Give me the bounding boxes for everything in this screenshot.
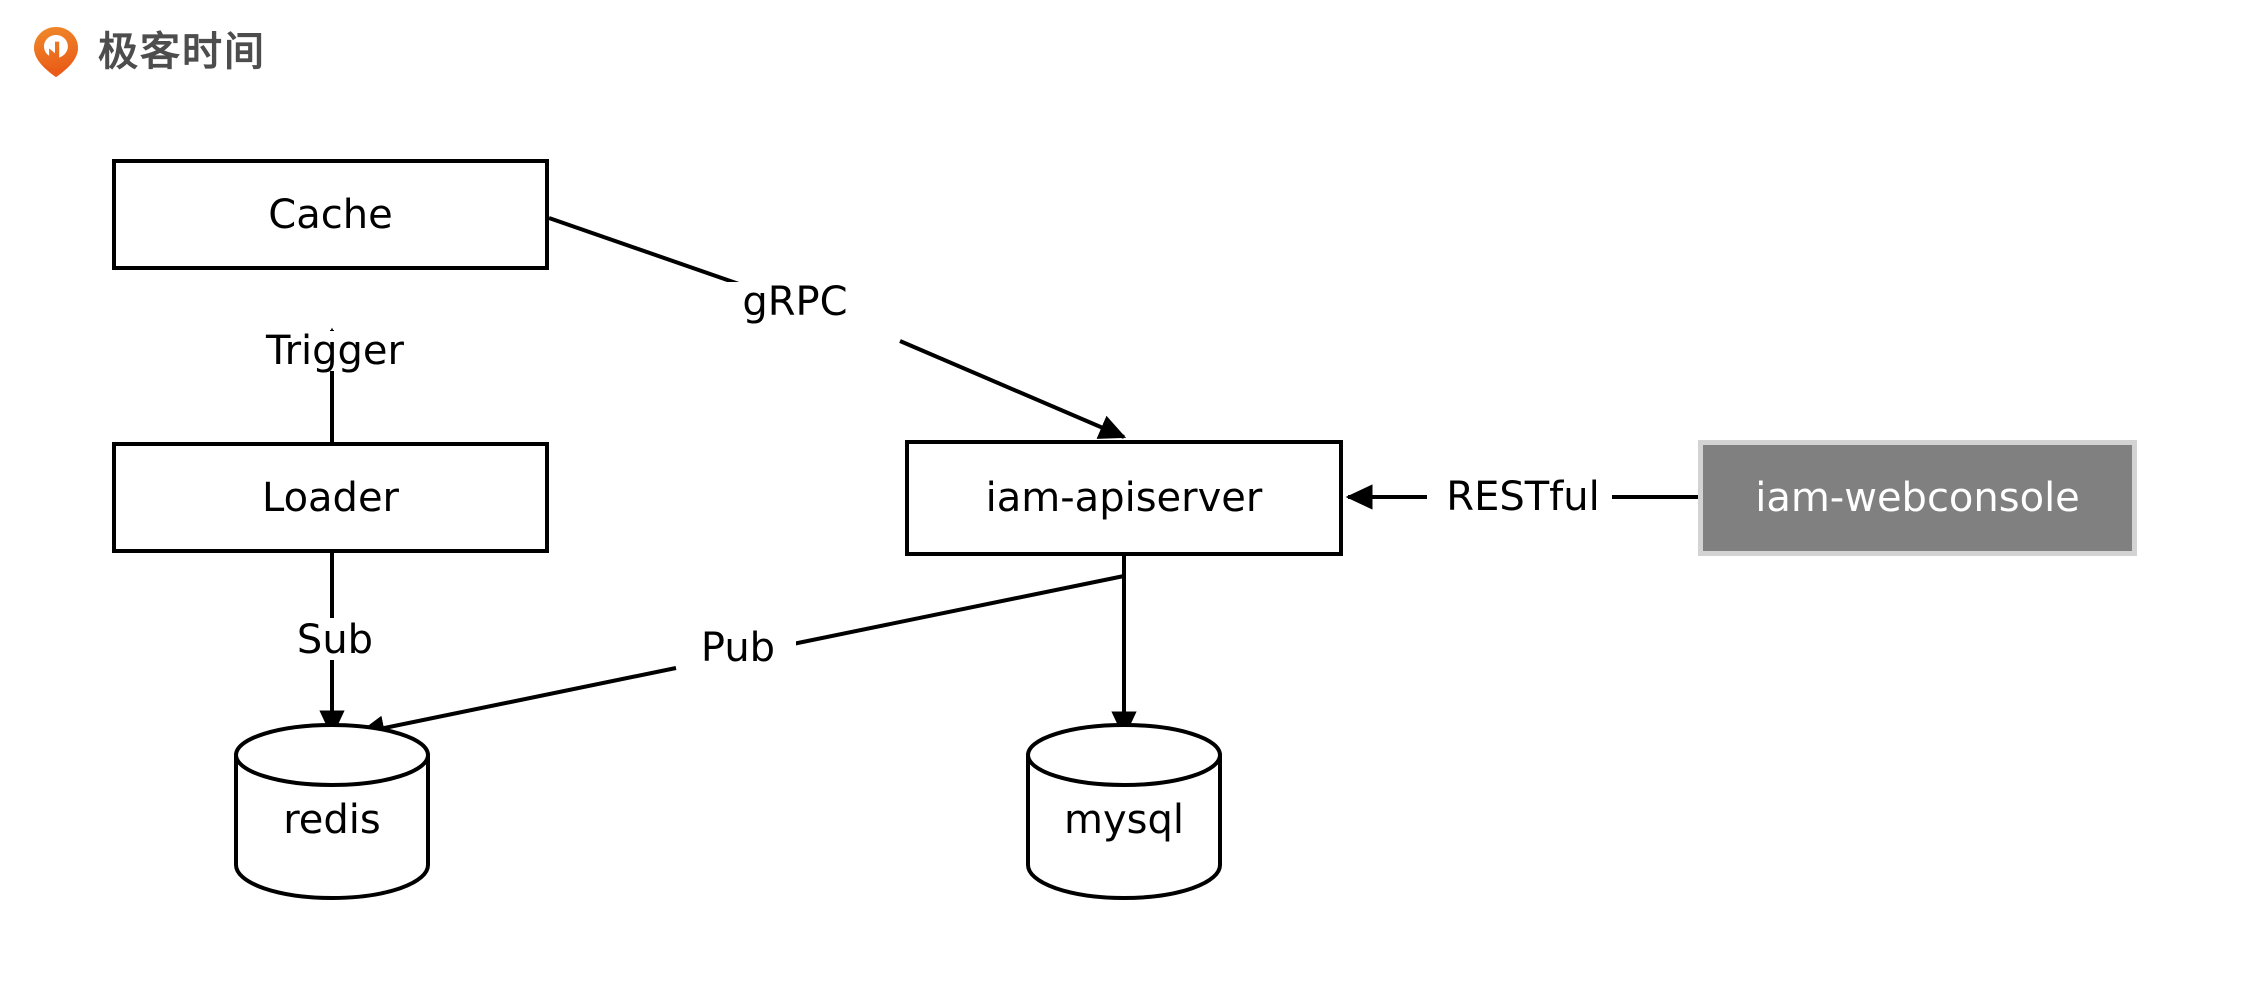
node-iam-webconsole[interactable]: iam-webconsole (1698, 440, 2137, 556)
edge-label-pub: Pub (680, 628, 796, 668)
brand-logo: 极客时间 (28, 24, 266, 80)
edge-label-trigger: Trigger (232, 331, 438, 371)
node-redis-label: redis (283, 797, 381, 843)
node-iam-apiserver[interactable]: iam-apiserver (905, 440, 1343, 556)
node-loader-label: Loader (261, 474, 399, 521)
edge-label-grpc: gRPC (692, 282, 898, 322)
edge-label-restful: RESTful (1434, 477, 1612, 517)
edge-label-sub: Sub (232, 620, 438, 660)
node-mysql-label: mysql (1064, 797, 1184, 843)
brand-name: 极客时间 (98, 29, 266, 75)
node-loader[interactable]: Loader (112, 442, 549, 553)
edge-cache-apiserver (548, 216, 1127, 439)
node-mysql-shape (1026, 723, 1222, 900)
node-redis-shape (234, 723, 430, 900)
node-cache[interactable]: Cache (112, 159, 549, 270)
node-cache-label: Cache (268, 191, 393, 238)
node-iam-apiserver-label: iam-apiserver (985, 475, 1263, 521)
geektime-pin-logo-icon (34, 27, 78, 77)
node-iam-webconsole-label: iam-webconsole (1755, 475, 2080, 521)
